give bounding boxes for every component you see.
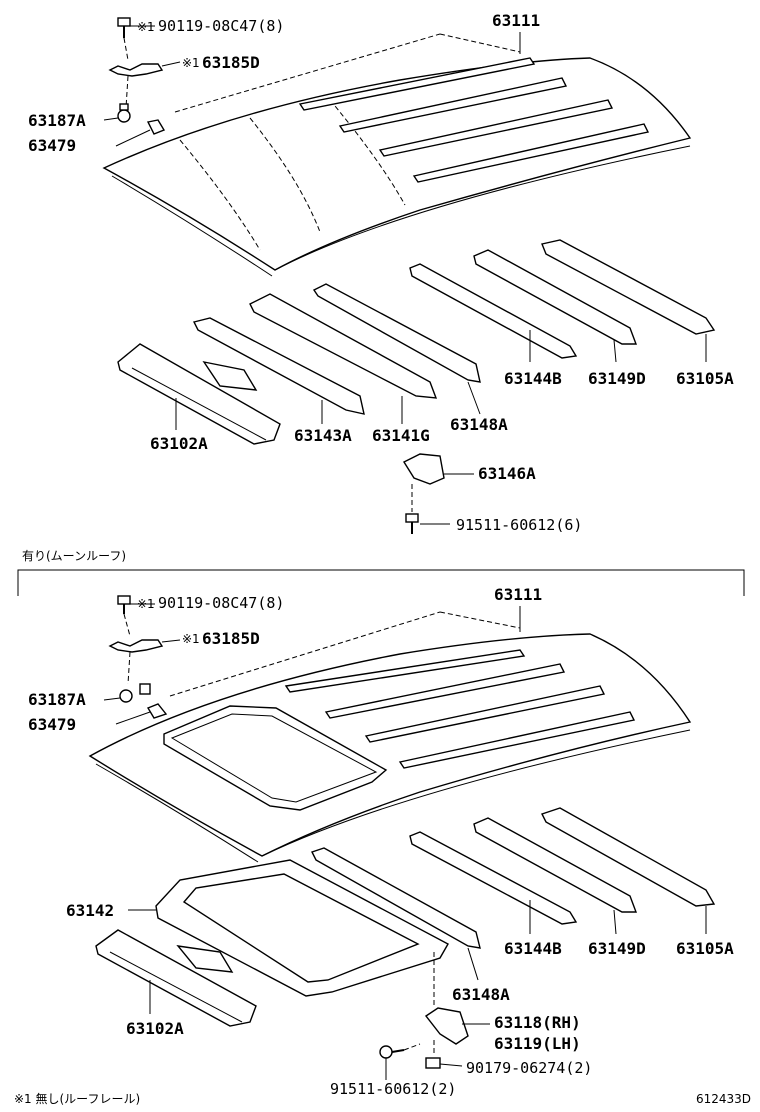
label-rail-a: 63148A xyxy=(452,985,510,1004)
label-bolt: 91511-60612(2) xyxy=(330,1080,456,1098)
label-clip: 63187A xyxy=(28,690,86,709)
roof-panel xyxy=(88,633,692,863)
roof-panel xyxy=(102,57,692,277)
label-bracket-rh: 63118(RH) xyxy=(494,1013,581,1032)
label-rail-rear: 63105A xyxy=(676,939,734,958)
label-rail-b: 63144B xyxy=(504,939,562,958)
screw-icon xyxy=(117,595,131,614)
rail-a-part xyxy=(311,847,481,949)
bolt-icon xyxy=(379,1045,405,1059)
label-retainer: 63479 xyxy=(28,715,76,734)
label-bolt: 91511-60612(6) xyxy=(456,516,582,534)
bracket-146-part xyxy=(402,453,445,485)
retainer-icon xyxy=(146,703,168,719)
label-screw: 90119-08C47(8) xyxy=(158,594,284,612)
rail-b-part xyxy=(409,831,578,925)
note-mark: ※1 xyxy=(182,56,200,70)
label-retainer: 63479 xyxy=(28,136,76,155)
label-bracket: 63185D xyxy=(202,53,260,72)
rail-a-part xyxy=(312,283,481,383)
label-rail-d: 63149D xyxy=(588,369,646,388)
frame-part xyxy=(155,859,449,997)
screw-icon xyxy=(117,17,131,38)
label-rail-b: 63144B xyxy=(504,369,562,388)
label-rail-a: 63148A xyxy=(450,415,508,434)
rail-b-part xyxy=(409,263,578,359)
label-screw: 90119-08C47(8) xyxy=(158,17,284,35)
nut-icon xyxy=(425,1057,441,1069)
label-bracket: 63185D xyxy=(202,629,260,648)
bolt-icon xyxy=(405,513,419,534)
label-nut: 90179-06274(2) xyxy=(466,1059,592,1077)
label-bow-g: 63141G xyxy=(372,426,430,445)
label-bow-a: 63143A xyxy=(294,426,352,445)
label-roof: 63111 xyxy=(492,11,540,30)
section-variant-label: 有り(ムーンルーフ) xyxy=(22,549,126,563)
label-bracket-lh: 63119(LH) xyxy=(494,1034,581,1053)
note-mark: ※1 xyxy=(137,597,155,611)
rail-d-part xyxy=(473,249,638,345)
top-section: ※1 90119-08C47(8) ※1 63185D 63111 63187A… xyxy=(28,11,734,534)
label-rail-d: 63149D xyxy=(588,939,646,958)
note-mark: ※1 xyxy=(137,20,155,34)
label-roof: 63111 xyxy=(494,585,542,604)
moonroof-opening xyxy=(163,705,388,811)
bracket-rh-lh-part xyxy=(424,1007,469,1045)
rail-rear-part xyxy=(541,807,716,907)
footnote: ※1 無し(ルーフレール) xyxy=(14,1091,140,1106)
label-bracket-146: 63146A xyxy=(478,464,536,483)
retainer-icon xyxy=(146,119,166,135)
reinf-front-part xyxy=(117,343,281,445)
clip-icon xyxy=(119,683,151,703)
bracket-part xyxy=(108,63,164,77)
clip-icon xyxy=(117,103,131,123)
label-clip: 63187A xyxy=(28,111,86,130)
bow-a-part xyxy=(192,317,365,415)
bottom-section: ※1 90119-08C47(8) ※1 63185D 63111 63187A… xyxy=(28,585,734,1098)
bow-g-part xyxy=(249,293,438,399)
label-reinf-front: 63102A xyxy=(150,434,208,453)
diagram-code: 612433D xyxy=(696,1092,751,1106)
label-reinf-front: 63102A xyxy=(126,1019,184,1038)
rail-d-part xyxy=(473,817,638,913)
note-mark: ※1 xyxy=(182,632,200,646)
section-bracket xyxy=(17,569,745,596)
bracket-part xyxy=(108,639,164,653)
reinf-front-part xyxy=(95,929,257,1027)
rail-rear-part xyxy=(541,239,716,335)
label-rail-rear: 63105A xyxy=(676,369,734,388)
label-frame: 63142 xyxy=(66,901,114,920)
